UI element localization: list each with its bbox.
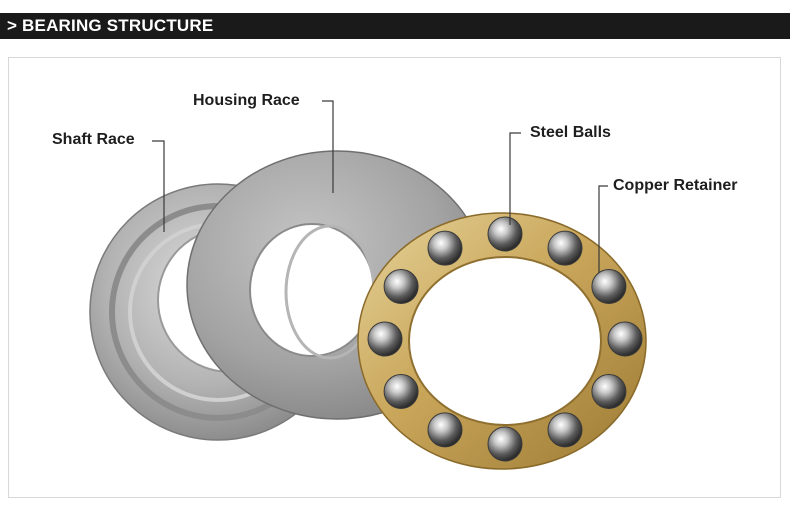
- copper-retainer: [357, 212, 647, 470]
- steel-ball: [547, 412, 583, 448]
- steel-ball: [607, 321, 643, 357]
- steel-ball: [547, 230, 583, 266]
- steel-ball: [591, 374, 627, 409]
- steel-balls-label: Steel Balls: [530, 124, 611, 141]
- steel-ball: [487, 216, 523, 252]
- steel-ball: [487, 426, 523, 462]
- steel-ball: [591, 269, 627, 304]
- steel-ball: [367, 321, 403, 357]
- steel-ball: [427, 412, 463, 448]
- housing-race-label: Housing Race: [193, 92, 300, 109]
- steel-balls: [367, 216, 643, 462]
- copper-retainer-label: Copper Retainer: [613, 177, 738, 194]
- shaft-race-label: Shaft Race: [52, 131, 135, 148]
- steel-ball: [383, 269, 419, 304]
- section-header-bar: > BEARING STRUCTURE: [0, 13, 790, 39]
- steel-ball: [427, 230, 463, 266]
- callout-leaders: [152, 100, 608, 273]
- steel-ball: [383, 374, 419, 409]
- section-title: > BEARING STRUCTURE: [7, 16, 214, 35]
